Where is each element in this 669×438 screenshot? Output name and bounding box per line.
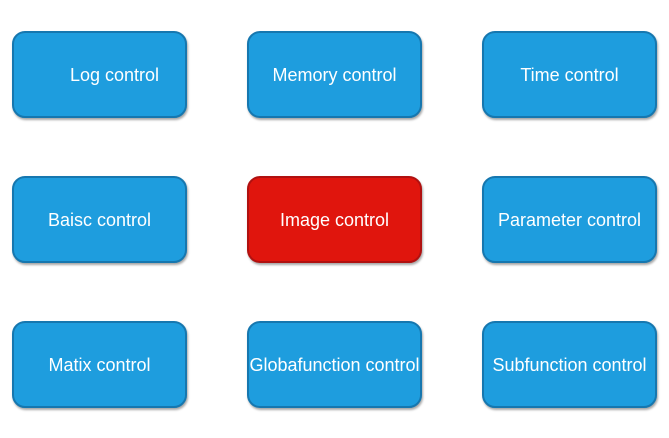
node-label: Matix control	[48, 354, 151, 375]
node-label: Globafunction control	[249, 354, 420, 375]
node-label: Memory control	[272, 64, 397, 85]
node-label: Image control	[279, 209, 390, 230]
node-label: Baisc control	[47, 209, 152, 230]
node-matix-control[interactable]: Matix control	[12, 321, 187, 408]
node-memory-control[interactable]: Memory control	[247, 31, 422, 118]
node-label: Time control	[520, 64, 619, 85]
node-parameter-control[interactable]: Parameter control	[482, 176, 657, 263]
control-button-grid: Log control Memory control Time control …	[12, 31, 657, 408]
node-image-control[interactable]: Image control	[247, 176, 422, 263]
node-log-control[interactable]: Log control	[12, 31, 187, 118]
node-globafunction-control[interactable]: Globafunction control	[247, 321, 422, 408]
node-baisc-control[interactable]: Baisc control	[12, 176, 187, 263]
node-time-control[interactable]: Time control	[482, 31, 657, 118]
node-label: Log control	[69, 64, 160, 85]
node-subfunction-control[interactable]: Subfunction control	[482, 321, 657, 408]
node-label: Subfunction control	[492, 354, 647, 375]
node-label: Parameter control	[497, 209, 642, 230]
